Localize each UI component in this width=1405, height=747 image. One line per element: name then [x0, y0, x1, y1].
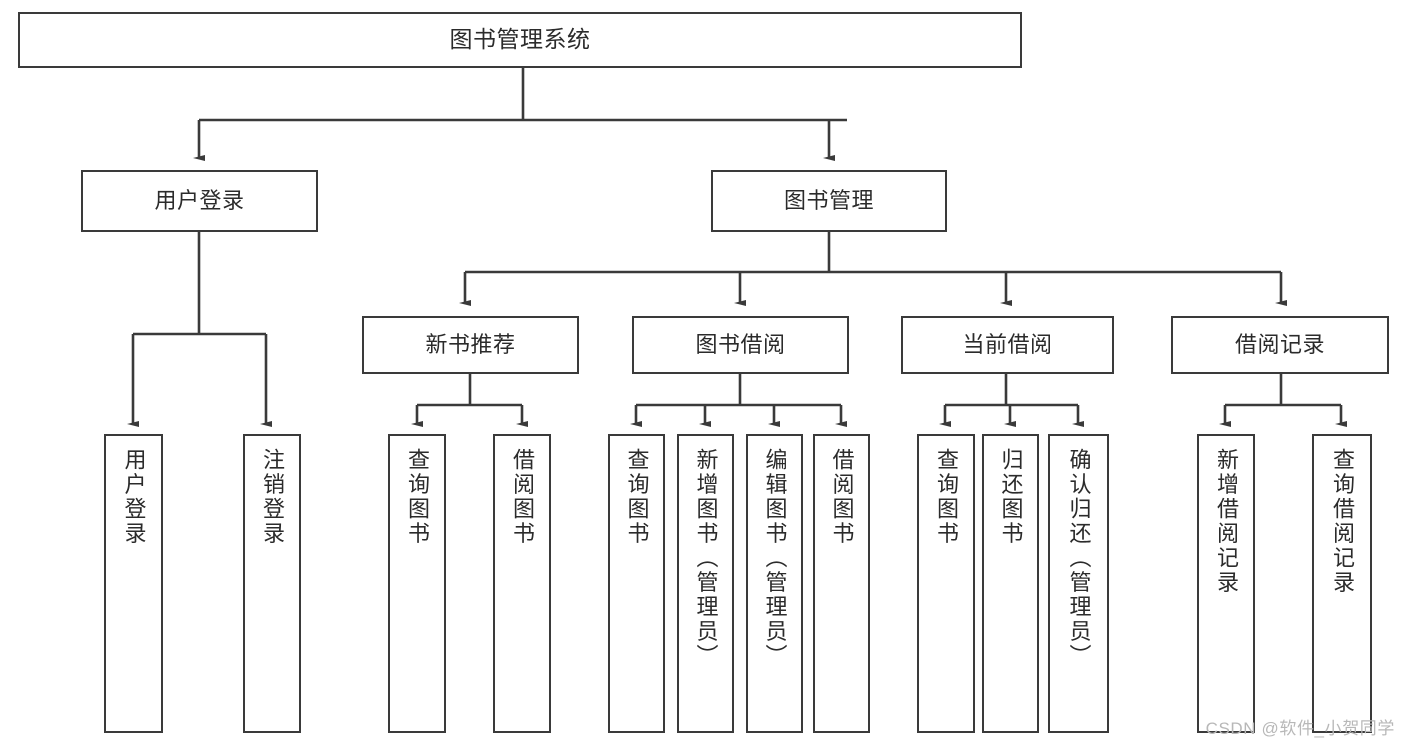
- node-label: 新增图书（管理员）: [693, 448, 719, 669]
- leaf-borrow-record-add-record[interactable]: 新增借阅记录: [1197, 434, 1255, 733]
- leaf-borrow-record-query-record[interactable]: 查询借阅记录: [1312, 434, 1372, 733]
- node-label: 图书借阅: [695, 332, 786, 358]
- node-book-borrow[interactable]: 图书借阅: [632, 316, 849, 374]
- node-label: 查询借阅记录: [1330, 448, 1355, 595]
- leaf-current-borrow-confirm-return-admin[interactable]: 确认归还（管理员）: [1048, 434, 1109, 733]
- leaf-new-book-borrow-book[interactable]: 借阅图书: [493, 434, 551, 733]
- node-label: 借阅记录: [1234, 332, 1325, 358]
- node-new-book-recommend[interactable]: 新书推荐: [362, 316, 579, 374]
- node-label: 用户登录: [154, 188, 245, 214]
- node-label: 确认归还（管理员）: [1066, 448, 1092, 669]
- node-label: 查询图书: [624, 448, 650, 546]
- node-label: 注销登录: [260, 448, 285, 546]
- leaf-user-login-login[interactable]: 用户登录: [104, 434, 163, 733]
- node-label: 编辑图书（管理员）: [762, 448, 788, 669]
- node-current-borrow[interactable]: 当前借阅: [901, 316, 1114, 374]
- node-book-management[interactable]: 图书管理: [711, 170, 947, 232]
- node-label: 当前借阅: [962, 332, 1053, 358]
- node-label: 用户登录: [121, 448, 147, 546]
- leaf-user-login-logout[interactable]: 注销登录: [243, 434, 301, 733]
- node-label: 新书推荐: [425, 332, 516, 358]
- node-label: 查询图书: [405, 448, 430, 546]
- node-borrow-record[interactable]: 借阅记录: [1171, 316, 1389, 374]
- node-label: 图书管理: [783, 188, 874, 214]
- leaf-current-borrow-return-book[interactable]: 归还图书: [982, 434, 1039, 733]
- node-user-login[interactable]: 用户登录: [81, 170, 318, 232]
- leaf-new-book-query-book[interactable]: 查询图书: [388, 434, 446, 733]
- node-label: 新增借阅记录: [1214, 448, 1239, 595]
- node-label: 查询图书: [934, 448, 959, 546]
- leaf-book-borrow-borrow-book[interactable]: 借阅图书: [813, 434, 870, 733]
- node-label: 归还图书: [998, 448, 1024, 546]
- leaf-book-borrow-add-book-admin[interactable]: 新增图书（管理员）: [677, 434, 734, 733]
- leaf-current-borrow-query-book[interactable]: 查询图书: [917, 434, 975, 733]
- node-label: 借阅图书: [829, 448, 855, 546]
- node-label: 借阅图书: [510, 448, 535, 546]
- node-label: 图书管理系统: [449, 26, 591, 53]
- leaf-book-borrow-query-book[interactable]: 查询图书: [608, 434, 665, 733]
- leaf-book-borrow-edit-book-admin[interactable]: 编辑图书（管理员）: [746, 434, 803, 733]
- node-root-book-management-system[interactable]: 图书管理系统: [18, 12, 1022, 68]
